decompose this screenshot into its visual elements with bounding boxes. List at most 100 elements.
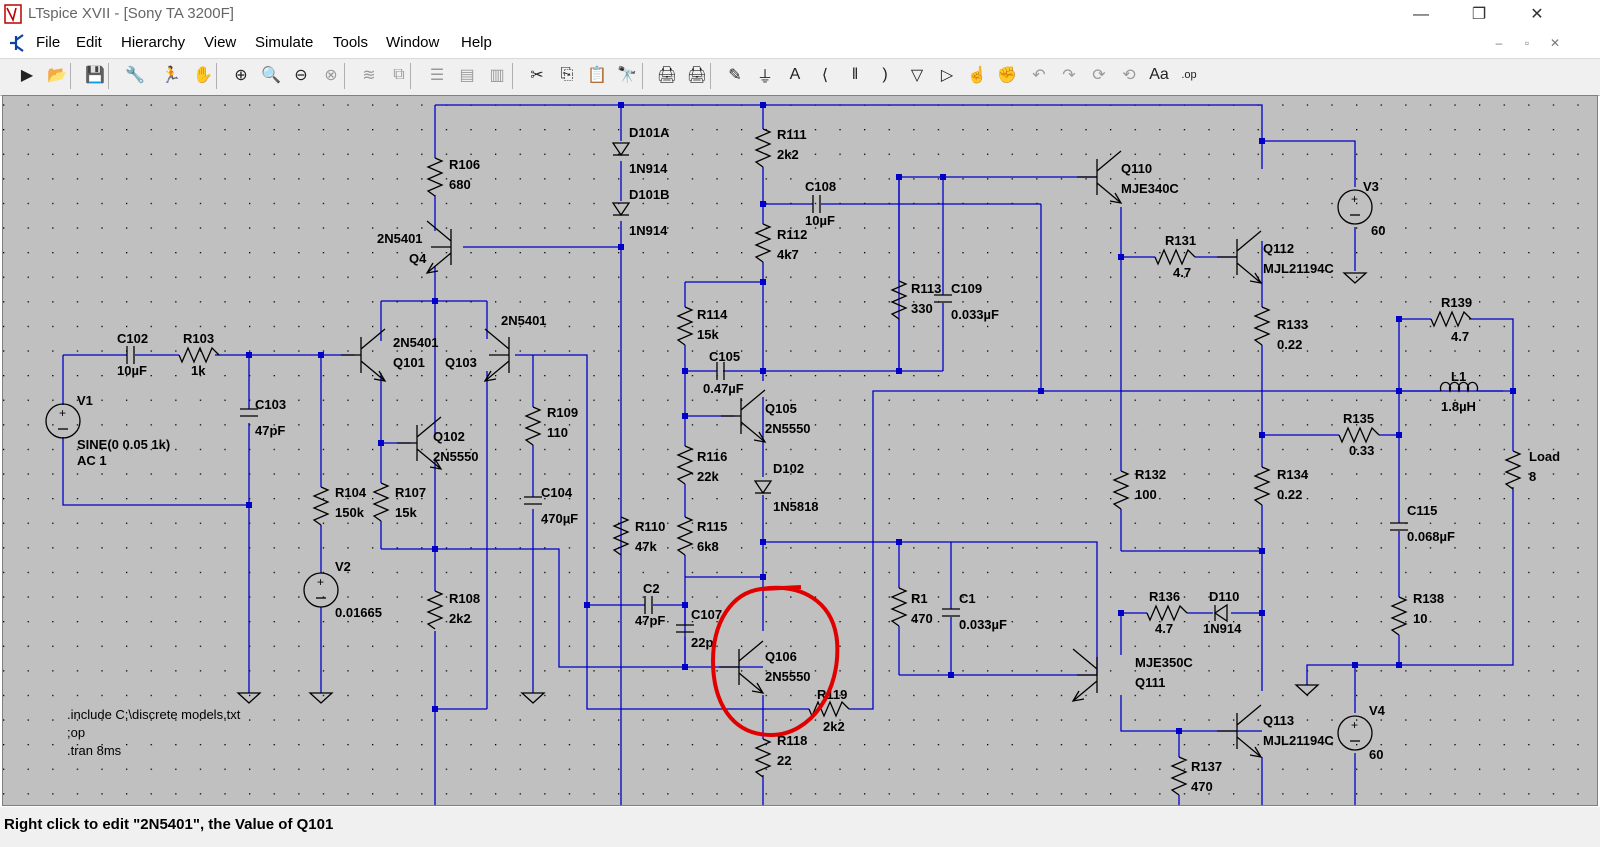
label-r131[interactable]: R131 [1165,233,1196,248]
diode-d110[interactable] [1213,603,1228,623]
halt-icon[interactable]: ✋ [193,67,213,84]
label-r113[interactable]: R113 [911,281,941,296]
label-v2v[interactable]: 0.01665 [335,605,382,620]
label-d110v[interactable]: 1N914 [1203,621,1242,636]
label-r113v[interactable]: 330 [911,301,933,316]
zoom-in-icon[interactable]: ⊕ [234,67,248,84]
label-q4m[interactable]: 2N5401 [377,231,423,246]
label-r106v[interactable]: 680 [449,177,471,192]
label-r119[interactable]: R119 [817,687,847,702]
label-r132[interactable]: R132 [1135,467,1166,482]
resistor-r110[interactable] [612,516,630,556]
menu-file[interactable]: File [36,34,61,51]
voltage-source-v1[interactable]: + [45,403,81,439]
resistor-r113[interactable] [890,280,908,320]
label-r1v[interactable]: 470 [911,611,933,626]
label-r133v[interactable]: 0.22 [1277,337,1302,352]
close-button[interactable]: ✕ [1530,6,1544,23]
save-icon[interactable]: 💾 [85,67,105,84]
diode-d101a[interactable] [611,142,631,157]
label-d102v[interactable]: 1N5818 [773,499,819,514]
capacitor-c115[interactable] [1390,522,1408,531]
label-c104v[interactable]: 470µF [541,511,578,526]
label-dir2[interactable]: ;op [67,725,85,740]
inductor-icon[interactable]: ) [882,66,888,83]
capacitor-c105[interactable] [716,362,725,380]
mirror-icon[interactable]: ⟲ [1122,67,1136,84]
label-r118[interactable]: R118 [777,733,807,748]
undo-icon[interactable]: ↶ [1032,67,1046,84]
label-c108v[interactable]: 10µF [805,213,835,228]
label-q112v[interactable]: MJL21194C [1263,261,1334,276]
rotate-icon[interactable]: ⟳ [1092,67,1106,84]
label-q110[interactable]: Q110 [1121,161,1152,176]
ground-icon[interactable]: ⏚ [756,69,773,86]
capacitor-c107[interactable] [676,624,694,633]
label-v2[interactable]: V2 [335,559,351,574]
label-r135[interactable]: R135 [1343,411,1374,426]
control-panel-icon[interactable]: 🔧 [125,67,145,84]
label-r115v[interactable]: 6k8 [697,539,719,554]
label-r111v[interactable]: 2k2 [777,147,799,162]
capacitor-c102[interactable] [126,346,135,364]
label-r135v[interactable]: 0.33 [1349,443,1374,458]
label-v1v2[interactable]: AC 1 [77,453,107,468]
ground-symbol[interactable] [1294,684,1320,696]
drag-icon[interactable]: ✊ [997,67,1017,84]
zoom-pan-icon[interactable]: 🔍 [261,67,281,84]
find-icon[interactable]: 🔭 [617,67,637,84]
label-r114[interactable]: R114 [697,307,728,322]
label-c102v[interactable]: 10µF [117,363,147,378]
menu-tools[interactable]: Tools [333,34,369,51]
label-dir1[interactable]: .include C:\discrete models.txt [67,707,241,722]
capacitor-c103[interactable] [240,408,258,417]
label-v1[interactable]: V1 [77,393,93,408]
label-r118v[interactable]: 22 [777,753,791,768]
run-icon[interactable]: ▶ [20,67,34,84]
label-q103[interactable]: Q103 [445,355,477,370]
transistor-q4[interactable] [425,220,452,274]
menu-hierarchy[interactable]: Hierarchy [121,34,186,51]
label-c103[interactable]: C103 [255,397,286,412]
menu-window[interactable]: Window [386,34,440,51]
diode-icon[interactable]: ▽ [910,67,924,84]
label-c103v[interactable]: 47pF [255,423,285,438]
tile-horizontal-icon[interactable]: ☰ [429,67,445,84]
label-r107[interactable]: R107 [395,485,426,500]
label-r136v[interactable]: 4.7 [1155,621,1173,636]
resistor-r139[interactable] [1430,310,1472,328]
menu-help[interactable]: Help [461,34,492,51]
component-icon[interactable]: ▷ [940,67,954,84]
transistor-q101[interactable] [341,328,387,382]
label-load[interactable]: Load [1529,449,1560,464]
label-q106[interactable]: Q106 [765,649,797,664]
resistor-r132[interactable] [1112,470,1130,510]
label-d101b[interactable]: D101B [629,187,669,202]
label-r133[interactable]: R133 [1277,317,1308,332]
label-r104v[interactable]: 150k [335,505,365,520]
spice-directive-icon[interactable]: .op [1181,69,1197,81]
label-q102[interactable]: Q102 [433,429,465,444]
label-q113[interactable]: Q113 [1263,713,1294,728]
redo-icon[interactable]: ↷ [1062,67,1076,84]
label-c109[interactable]: C109 [951,281,982,296]
resistor-r108[interactable] [426,590,444,630]
label-d102[interactable]: D102 [773,461,804,476]
resistor-r1[interactable] [890,587,908,627]
autorange-icon[interactable]: ≋ [362,67,376,84]
label-c104[interactable]: C104 [541,485,573,500]
transistor-q111[interactable] [1071,648,1098,702]
resistor-r135[interactable] [1338,426,1380,444]
label-r131v[interactable]: 4.7 [1173,265,1191,280]
run-sim-icon[interactable]: 🏃 [161,67,181,84]
label-c2[interactable]: C2 [643,581,660,596]
resistor-r103[interactable] [178,346,220,364]
label-c1[interactable]: C1 [959,591,976,606]
label-r106[interactable]: R106 [449,157,480,172]
label-r116[interactable]: R116 [697,449,727,464]
menu-edit[interactable]: Edit [76,34,102,51]
label-l1[interactable]: L1 [1451,369,1466,384]
label-q101m[interactable]: 2N5401 [393,335,439,350]
resistor-r118[interactable] [754,738,772,778]
label-r138[interactable]: R138 [1413,591,1444,606]
